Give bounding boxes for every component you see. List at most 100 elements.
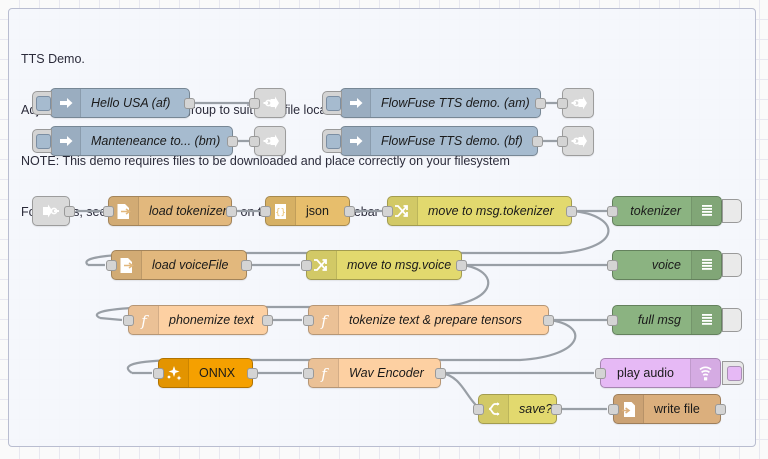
input-port[interactable] bbox=[301, 260, 312, 271]
node-label: load tokenizer bbox=[149, 204, 227, 218]
output-port[interactable] bbox=[543, 315, 554, 326]
node-label: Hello USA (af) bbox=[91, 96, 171, 110]
node-json[interactable]: {} json bbox=[260, 196, 355, 226]
node-inject-maintenance-bm[interactable]: Manteneance to... (bm) bbox=[32, 126, 238, 156]
input-port[interactable] bbox=[557, 98, 568, 109]
link-in-icon bbox=[33, 197, 71, 225]
inject-arrow-icon bbox=[341, 127, 371, 155]
node-inject-flowfuse-am[interactable]: FlowFuse TTS demo. (am) bbox=[322, 88, 546, 118]
input-port[interactable] bbox=[123, 315, 134, 326]
node-link-out-bm[interactable] bbox=[249, 126, 286, 156]
output-port[interactable] bbox=[241, 260, 252, 271]
audio-status-button[interactable] bbox=[722, 361, 744, 385]
node-label: full msg bbox=[637, 313, 681, 327]
node-link-out-full-msg[interactable]: full msg bbox=[607, 305, 742, 335]
input-port[interactable] bbox=[103, 206, 114, 217]
node-link-out-voice[interactable]: voice bbox=[607, 250, 742, 280]
inject-trigger-button[interactable] bbox=[32, 91, 52, 115]
input-port[interactable] bbox=[303, 368, 314, 379]
output-port[interactable] bbox=[715, 404, 726, 415]
node-link-out-am[interactable] bbox=[557, 88, 594, 118]
node-link-in-start[interactable] bbox=[32, 196, 75, 226]
node-write-file[interactable]: write file bbox=[608, 394, 726, 424]
sparkle-wand-icon bbox=[159, 359, 189, 387]
file-in-icon bbox=[109, 197, 139, 225]
node-label: write file bbox=[654, 402, 700, 416]
node-link-out-bf[interactable] bbox=[557, 126, 594, 156]
function-fx-icon: f bbox=[309, 359, 339, 387]
input-port[interactable] bbox=[608, 404, 619, 415]
node-label: tokenizer bbox=[630, 204, 681, 218]
input-port[interactable] bbox=[607, 260, 618, 271]
output-port[interactable] bbox=[247, 368, 258, 379]
node-link-out-af[interactable] bbox=[249, 88, 287, 118]
node-label: voice bbox=[651, 258, 681, 272]
file-out-icon bbox=[614, 395, 644, 423]
input-port[interactable] bbox=[595, 368, 606, 379]
node-wav-encoder[interactable]: f Wav Encoder bbox=[303, 358, 446, 388]
input-port[interactable] bbox=[106, 260, 117, 271]
node-label: ONNX bbox=[199, 366, 236, 380]
output-port[interactable] bbox=[227, 136, 238, 147]
node-label: FlowFuse TTS demo. (bf) bbox=[381, 134, 523, 148]
change-shuffle-icon bbox=[307, 251, 337, 279]
output-port[interactable] bbox=[551, 404, 562, 415]
link-out-bars-icon bbox=[691, 251, 721, 279]
node-label: play audio bbox=[617, 366, 674, 380]
output-port[interactable] bbox=[535, 98, 546, 109]
speaker-waves-icon bbox=[690, 359, 720, 387]
svg-text:f: f bbox=[140, 312, 149, 329]
inject-trigger-button[interactable] bbox=[32, 129, 52, 153]
input-port[interactable] bbox=[303, 315, 314, 326]
input-port[interactable] bbox=[607, 206, 618, 217]
node-phonemize-text[interactable]: f phonemize text bbox=[123, 305, 273, 335]
inject-arrow-icon bbox=[51, 89, 81, 117]
node-move-to-msg-voice[interactable]: move to msg.voice bbox=[301, 250, 467, 280]
output-port[interactable] bbox=[456, 260, 467, 271]
node-play-audio[interactable]: play audio bbox=[595, 358, 744, 388]
link-out-port-tab[interactable] bbox=[722, 253, 742, 277]
input-port[interactable] bbox=[473, 404, 484, 415]
input-port[interactable] bbox=[557, 136, 568, 147]
inject-trigger-button[interactable] bbox=[322, 91, 342, 115]
output-port[interactable] bbox=[184, 98, 195, 109]
output-port[interactable] bbox=[226, 206, 237, 217]
node-label: phonemize text bbox=[169, 313, 254, 327]
input-port[interactable] bbox=[249, 98, 260, 109]
node-load-tokenizer[interactable]: load tokenizer bbox=[103, 196, 237, 226]
node-label: save? bbox=[519, 402, 553, 416]
link-out-port-tab[interactable] bbox=[722, 199, 742, 223]
output-port[interactable] bbox=[435, 368, 446, 379]
output-port[interactable] bbox=[64, 206, 75, 217]
link-out-port-tab[interactable] bbox=[722, 308, 742, 332]
node-tokenize-text-prepare-tensors[interactable]: f tokenize text & prepare tensors bbox=[303, 305, 554, 335]
node-label: json bbox=[306, 204, 329, 218]
svg-text:f: f bbox=[320, 312, 329, 329]
output-port[interactable] bbox=[566, 206, 577, 217]
node-label: move to msg.voice bbox=[347, 258, 452, 272]
function-fx-icon: f bbox=[309, 306, 339, 334]
input-port[interactable] bbox=[249, 136, 260, 147]
link-out-bars-icon bbox=[691, 306, 721, 334]
inject-arrow-icon bbox=[51, 127, 81, 155]
node-onnx[interactable]: ONNX bbox=[153, 358, 258, 388]
input-port[interactable] bbox=[153, 368, 164, 379]
output-port[interactable] bbox=[532, 136, 543, 147]
node-inject-flowfuse-bf[interactable]: FlowFuse TTS demo. (bf) bbox=[322, 126, 543, 156]
output-port[interactable] bbox=[344, 206, 355, 217]
node-save-switch[interactable]: save? bbox=[473, 394, 562, 424]
function-fx-icon: f bbox=[129, 306, 159, 334]
node-move-to-msg-tokenizer[interactable]: move to msg.tokenizer bbox=[382, 196, 577, 226]
input-port[interactable] bbox=[607, 315, 618, 326]
node-inject-hello-usa-af[interactable]: Hello USA (af) bbox=[32, 88, 195, 118]
inject-trigger-button[interactable] bbox=[322, 129, 342, 153]
input-port[interactable] bbox=[260, 206, 271, 217]
node-load-voicefile[interactable]: load voiceFile bbox=[106, 250, 252, 280]
output-port[interactable] bbox=[262, 315, 273, 326]
file-in-icon bbox=[112, 251, 142, 279]
link-out-icon bbox=[255, 89, 287, 117]
switch-branch-icon bbox=[479, 395, 509, 423]
node-link-out-tokenizer[interactable]: tokenizer bbox=[607, 196, 742, 226]
input-port[interactable] bbox=[382, 206, 393, 217]
